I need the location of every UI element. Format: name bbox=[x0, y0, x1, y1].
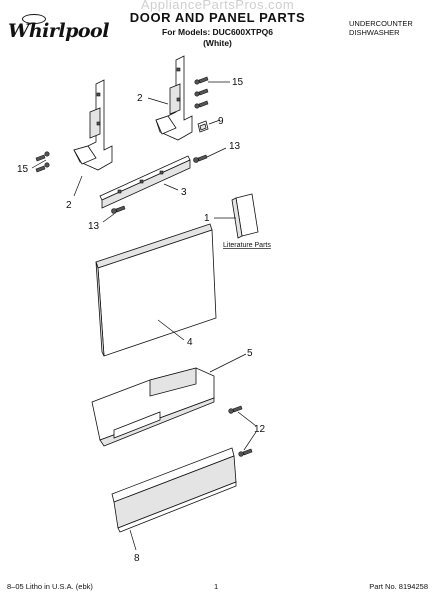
part-13-screw-left bbox=[111, 205, 126, 214]
callout-8: 8 bbox=[134, 553, 140, 564]
product-type: UNDERCOUNTER DISHWASHER bbox=[349, 19, 427, 37]
footer-page-number: 1 bbox=[214, 582, 219, 591]
watermark-text: AppliancePartsPros.com bbox=[140, 0, 295, 12]
part-2-left-hinge-bracket bbox=[73, 79, 113, 171]
product-type-line-1: UNDERCOUNTER bbox=[349, 19, 413, 28]
callout-2-right: 2 bbox=[137, 93, 143, 104]
part-15-screws-left bbox=[35, 151, 50, 173]
callout-12: 12 bbox=[254, 424, 266, 435]
part-15-screws-right bbox=[194, 76, 209, 109]
part-13-screw-right bbox=[193, 154, 208, 163]
part-1-literature-booklet bbox=[231, 193, 259, 239]
leader-lines bbox=[31, 81, 257, 551]
brand-logo: Whirlpool bbox=[6, 14, 109, 44]
footer-print-info: 8–05 Litho in U.S.A. (ebk) bbox=[7, 582, 93, 591]
callout-3: 3 bbox=[181, 187, 187, 198]
product-type-line-2: DISHWASHER bbox=[349, 28, 400, 37]
logo-badge-icon bbox=[22, 14, 46, 24]
part-4-door-panel bbox=[95, 223, 217, 357]
part-5-lower-panel bbox=[91, 367, 215, 447]
part-9-clip bbox=[197, 120, 209, 133]
callout-15-left: 15 bbox=[17, 164, 29, 175]
callout-4: 4 bbox=[187, 337, 193, 348]
footer-part-number: Part No. 8194258 bbox=[369, 582, 428, 591]
part-8-kick-plate bbox=[111, 447, 237, 533]
part-3-rail bbox=[99, 155, 191, 209]
callout-1: 1 bbox=[204, 213, 210, 224]
part-12-screws bbox=[228, 405, 253, 457]
brand-wordmark: Whirlpool bbox=[8, 20, 109, 42]
callout-13-left: 13 bbox=[88, 221, 100, 232]
callout-15-right: 15 bbox=[232, 77, 244, 88]
model-number: For Models: DUC600XTPQ6 bbox=[162, 27, 273, 37]
callout-13-right: 13 bbox=[229, 141, 241, 152]
callout-9: 9 bbox=[218, 116, 224, 127]
part-2-right-hinge-bracket bbox=[155, 55, 193, 141]
literature-parts-label: Literature Parts bbox=[223, 242, 271, 249]
callout-2-left: 2 bbox=[66, 200, 72, 211]
color-note: (White) bbox=[203, 38, 232, 48]
page-title: DOOR AND PANEL PARTS bbox=[129, 10, 306, 25]
callout-5: 5 bbox=[247, 348, 253, 359]
